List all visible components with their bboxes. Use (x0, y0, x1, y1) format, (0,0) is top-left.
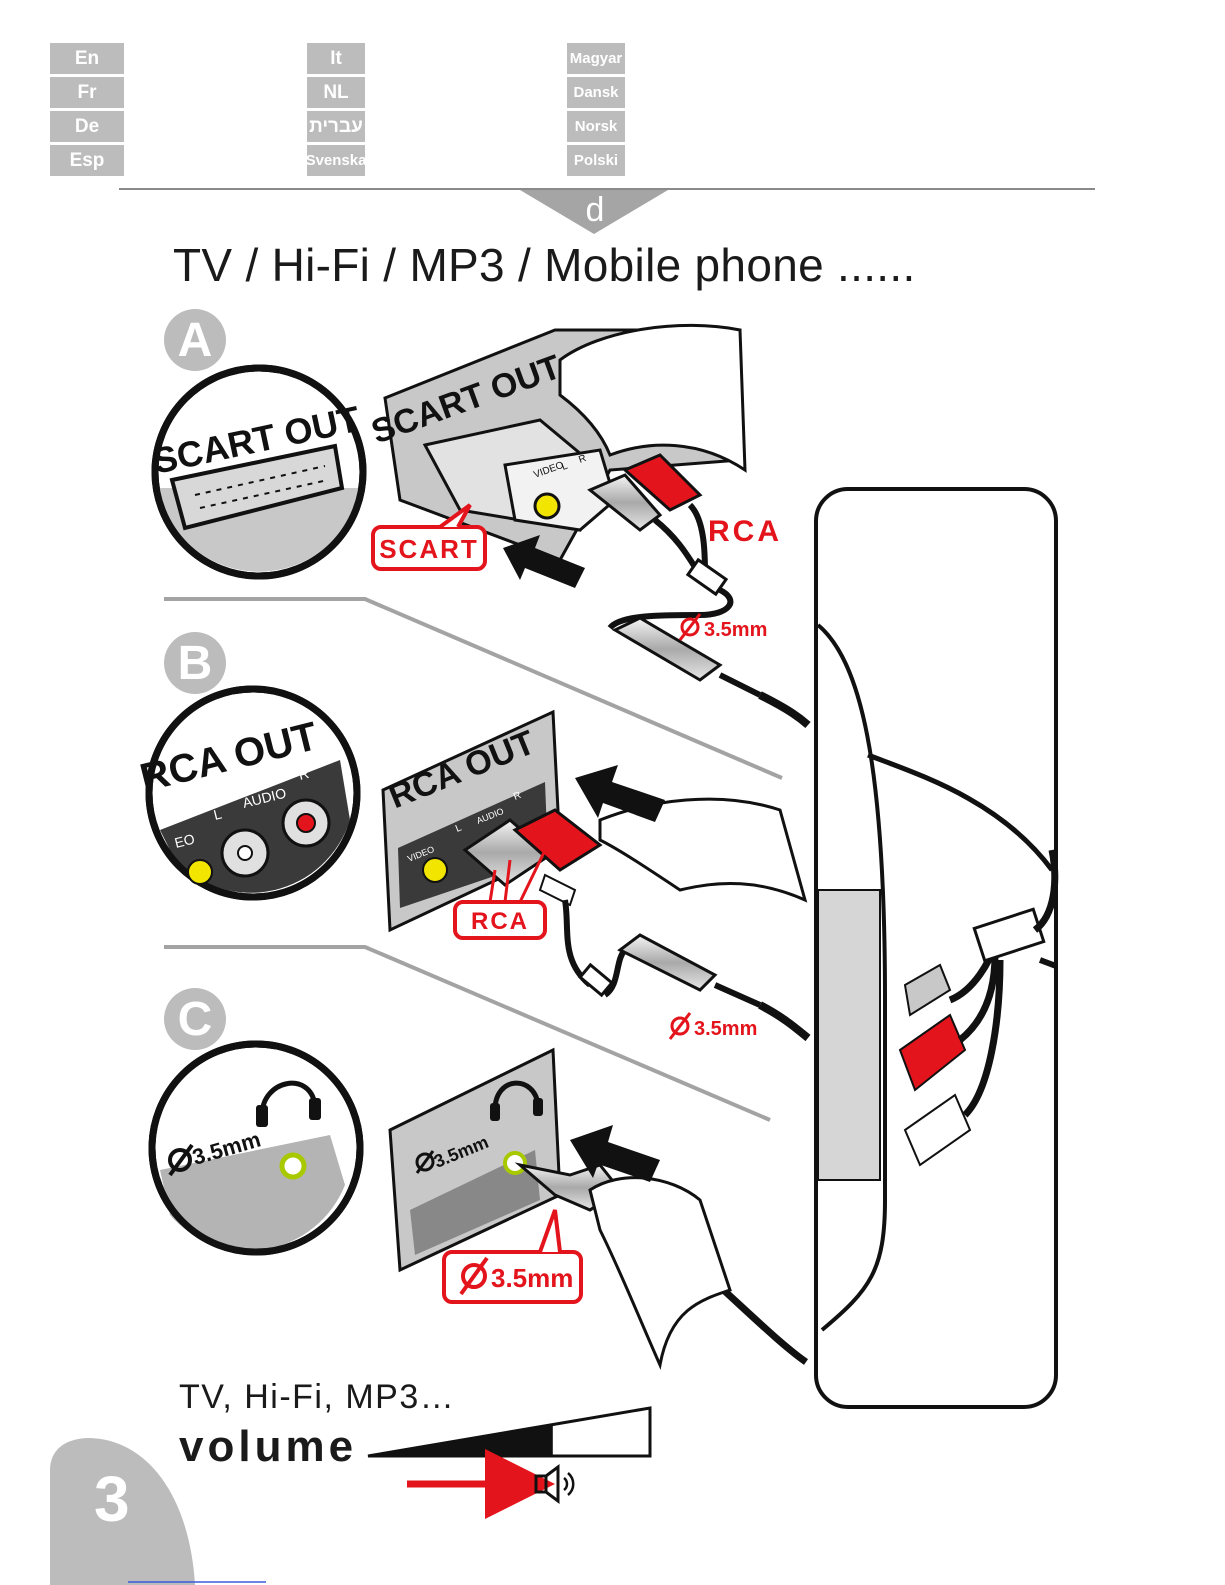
volume-label: volume (179, 1422, 357, 1472)
svg-text:3.5mm: 3.5mm (491, 1263, 573, 1293)
jack-label-a: 3.5mm (680, 614, 767, 641)
step-a-illustration: SCART OUT SCART OUT VIDEO L R SCART RCA (149, 325, 808, 725)
devices-label: TV, Hi-Fi, MP3… (179, 1378, 455, 1417)
volume-graphic (368, 1408, 650, 1501)
step-a-marker: A (164, 309, 226, 371)
page-number: 3 (94, 1462, 130, 1536)
svg-text:3.5mm: 3.5mm (694, 1018, 757, 1040)
callout-scart: SCART (379, 534, 479, 564)
callout-rca-a: RCA (708, 515, 782, 548)
svg-text:3.5mm: 3.5mm (704, 619, 767, 641)
speaker-icon (536, 1467, 573, 1501)
jack-label-b: 3.5mm (670, 1013, 757, 1040)
step-b-illustration: RCA OUT EO L AUDIO R RCA OUT VIDEO L AUD… (136, 689, 808, 1040)
speaker-device (816, 489, 1056, 1407)
callout-rca-b: RCA (471, 908, 529, 935)
step-b-marker: B (164, 632, 226, 694)
step-c-marker: C (164, 988, 226, 1050)
